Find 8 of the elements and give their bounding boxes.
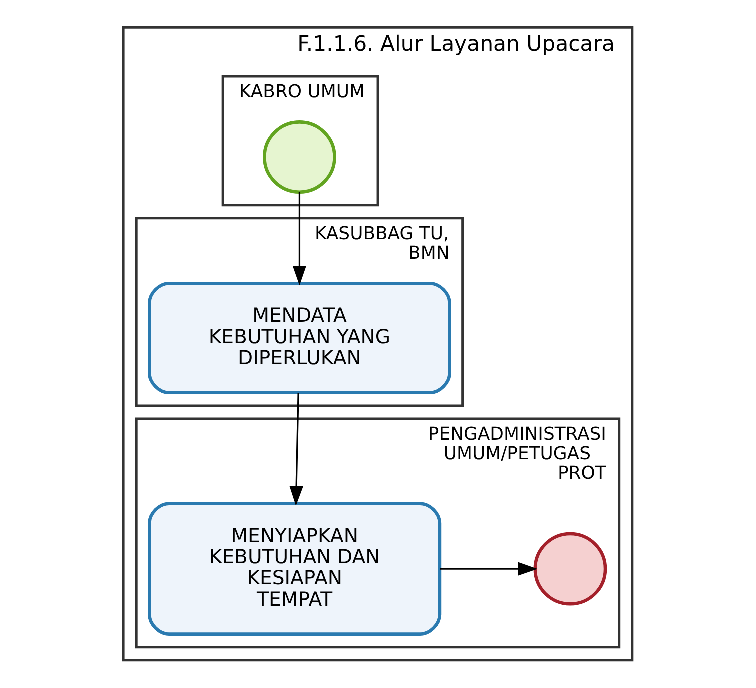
node-box: MENYIAPKAN KEBUTUHAN DAN KESIAPAN TEMPAT xyxy=(148,502,442,636)
arrow xyxy=(440,562,538,576)
arrow xyxy=(290,393,304,506)
node-circle xyxy=(263,120,336,194)
node-circle xyxy=(534,532,608,606)
arrow xyxy=(292,192,307,286)
node-box: MENDATA KEBUTUHAN YANG DIPERLUKAN xyxy=(148,282,452,395)
cluster: KABRO UMUM xyxy=(222,75,380,207)
